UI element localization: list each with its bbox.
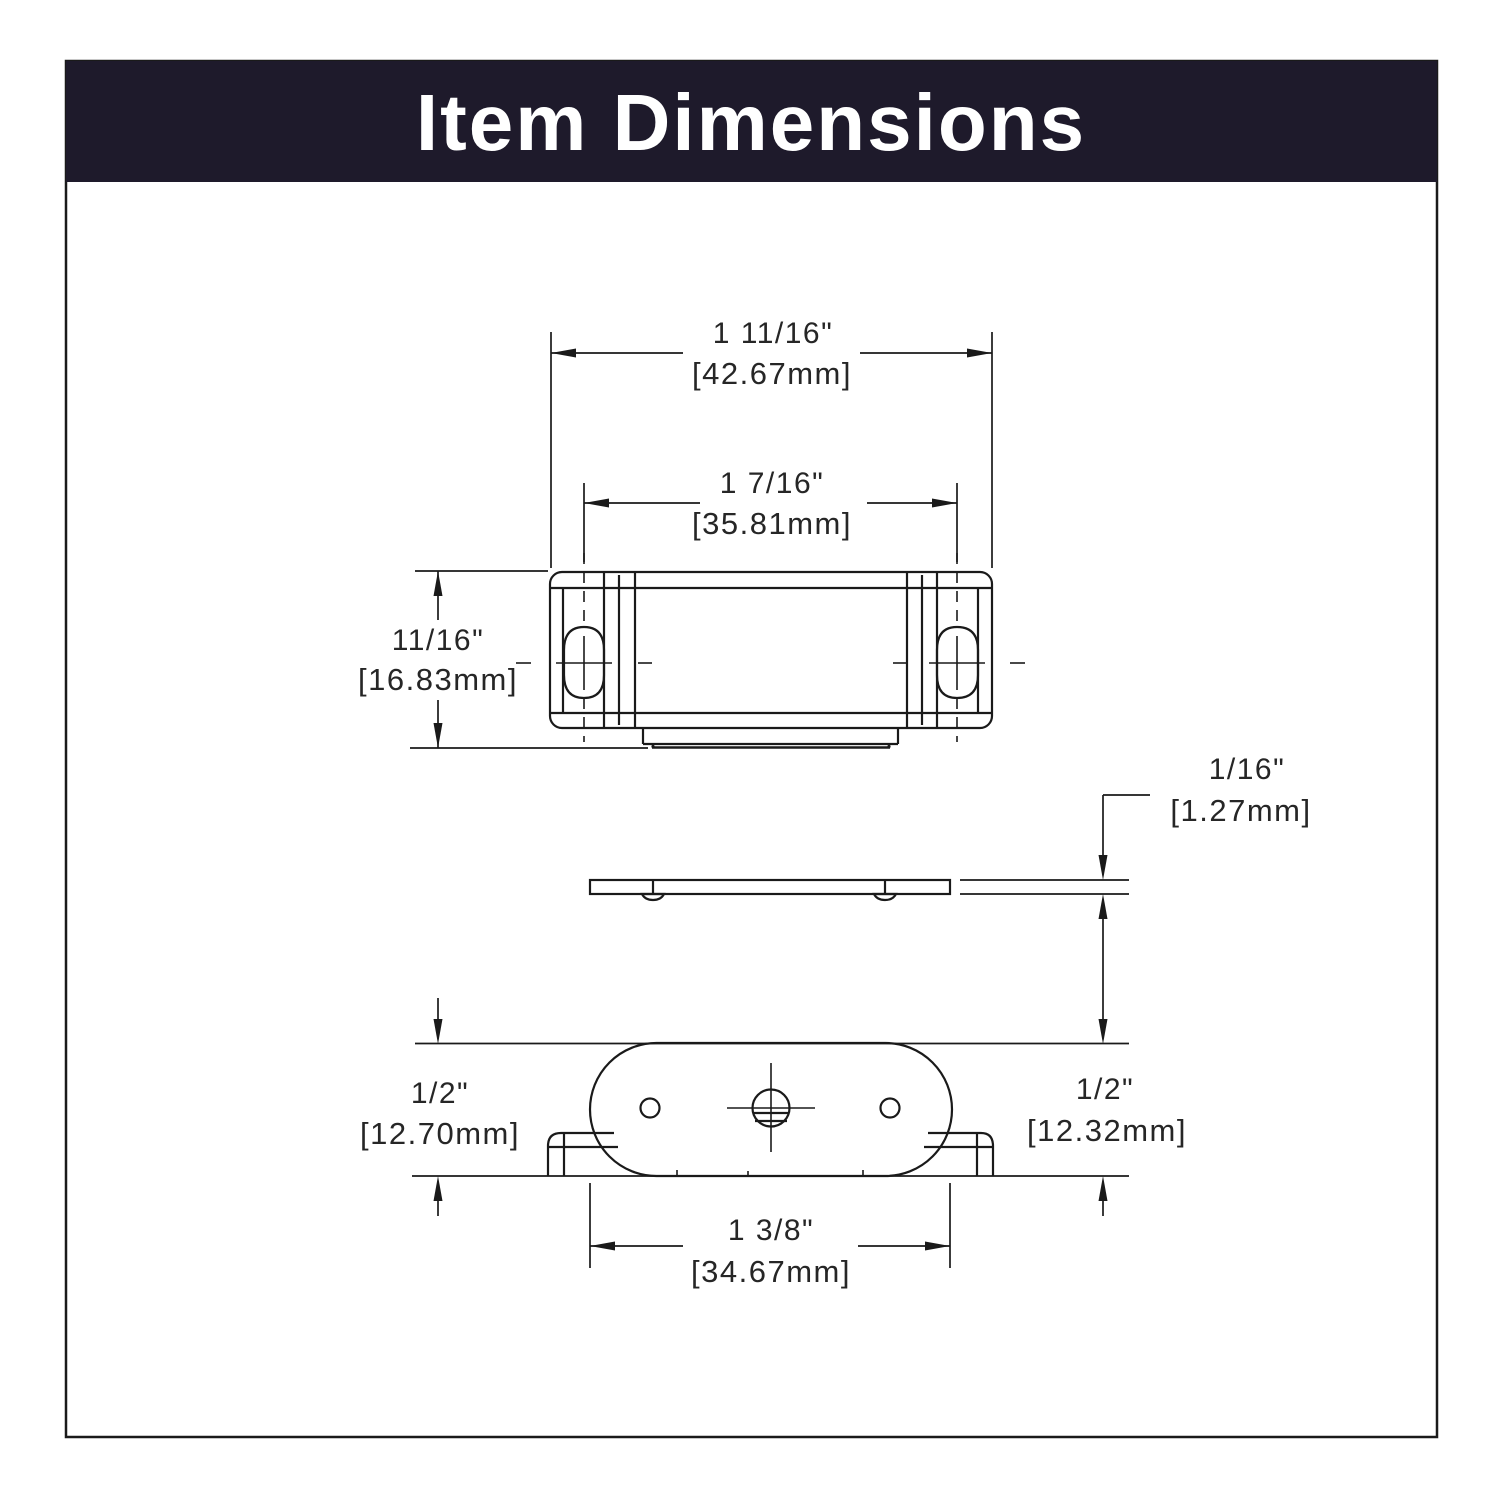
right-height-mm-label: [12.32mm] bbox=[1027, 1113, 1187, 1148]
arrowhead-up bbox=[1098, 1176, 1108, 1201]
dim-overall-width: 1 11/16" [42.67mm] bbox=[550, 317, 993, 568]
dim-body-depth: 11/16" [16.83mm] bbox=[358, 570, 648, 749]
catch-plate-side-view bbox=[588, 878, 1129, 902]
dim-left-height: 1/2" [12.70mm] bbox=[360, 998, 520, 1216]
slot-spacing-mm-label: [35.81mm] bbox=[692, 506, 852, 541]
centerlines bbox=[516, 553, 1025, 742]
body-depth-mm-label: [16.83mm] bbox=[358, 662, 518, 697]
right-countersink-boss bbox=[872, 892, 898, 902]
arrowhead-left bbox=[584, 498, 609, 508]
arrowhead-right bbox=[932, 498, 957, 508]
overall-width-mm-label: [42.67mm] bbox=[692, 356, 852, 391]
plate-width-inch-label: 1 3/8" bbox=[728, 1214, 814, 1247]
arrowhead-up bbox=[433, 1176, 443, 1201]
left-height-inch-label: 1/2" bbox=[411, 1077, 469, 1110]
arrowhead-right bbox=[925, 1241, 950, 1251]
dim-right-height: 1/2" [12.32mm] bbox=[1027, 1019, 1187, 1216]
dim-plate-width: 1 3/8" [34.67mm] bbox=[589, 1183, 951, 1289]
arrowhead-down bbox=[433, 723, 443, 748]
left-countersink-boss bbox=[640, 892, 666, 902]
arrowhead-left bbox=[590, 1241, 615, 1251]
body-depth-inch-label: 11/16" bbox=[392, 624, 485, 657]
left-height-mm-label: [12.70mm] bbox=[360, 1116, 520, 1151]
dim-slot-spacing: 1 7/16" [35.81mm] bbox=[583, 467, 958, 562]
arrowhead-down bbox=[1098, 855, 1108, 880]
slot-spacing-inch-label: 1 7/16" bbox=[720, 467, 825, 500]
plate-thickness-mm-label: [1.27mm] bbox=[1170, 793, 1311, 828]
arrowhead-left bbox=[551, 348, 576, 358]
header-bar: Item Dimensions bbox=[66, 61, 1437, 182]
arrowhead-right bbox=[967, 348, 992, 358]
left-slot-hole bbox=[562, 625, 606, 700]
catch-top-view bbox=[516, 553, 1025, 749]
catch-base-bottom-view bbox=[412, 1041, 1129, 1178]
dim-plate-thickness: 1/16" [1.27mm] bbox=[1098, 753, 1311, 1021]
left-screw-hole bbox=[639, 1097, 661, 1119]
right-slot-hole bbox=[935, 625, 980, 700]
right-height-inch-label: 1/2" bbox=[1076, 1073, 1134, 1106]
center-pivot bbox=[727, 1063, 815, 1152]
right-mounting-tab bbox=[924, 1131, 995, 1176]
arrowhead-up bbox=[433, 571, 443, 596]
arrowhead-down bbox=[433, 1019, 443, 1044]
overall-width-inch-label: 1 11/16" bbox=[713, 317, 834, 350]
right-screw-hole bbox=[879, 1097, 901, 1119]
arrowhead-up bbox=[1098, 894, 1108, 919]
page-title: Item Dimensions bbox=[416, 78, 1086, 167]
left-mounting-tab bbox=[546, 1131, 618, 1176]
plate-width-mm-label: [34.67mm] bbox=[691, 1254, 851, 1289]
arrowhead-down bbox=[1098, 1019, 1108, 1044]
plate-thickness-inch-label: 1/16" bbox=[1209, 753, 1286, 786]
base-oval-outline bbox=[588, 1041, 954, 1178]
header-background bbox=[66, 61, 1437, 182]
